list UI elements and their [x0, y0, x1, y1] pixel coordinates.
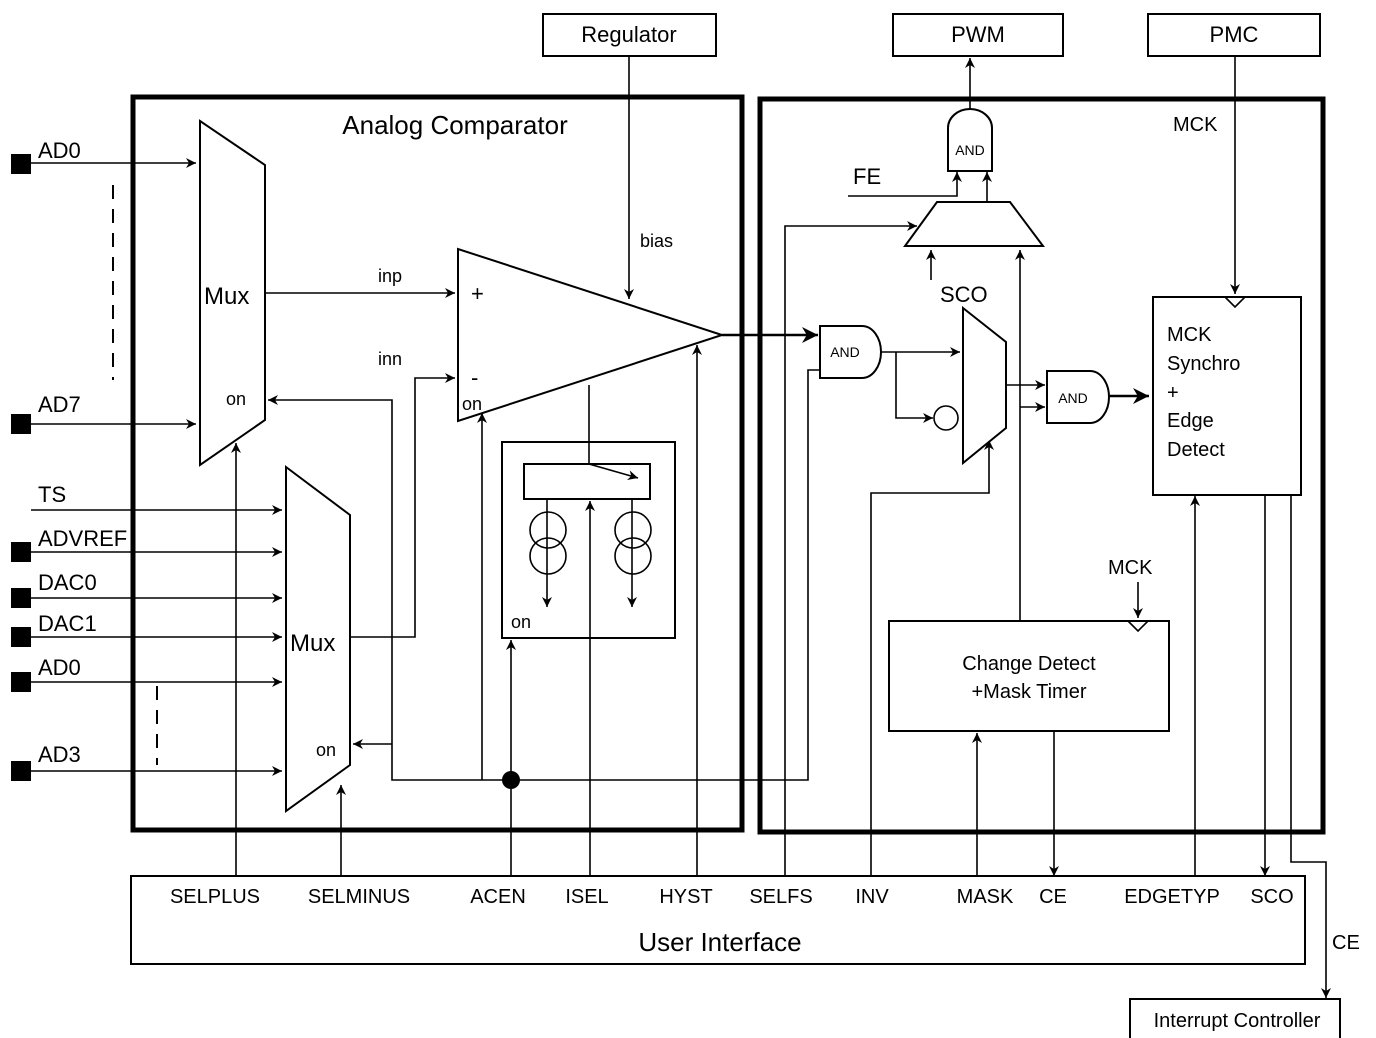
digital-logic-frame [757, 96, 1326, 835]
svg-text:on: on [226, 389, 246, 409]
fs-mux [903, 201, 1045, 247]
svg-text:AD0: AD0 [38, 138, 81, 163]
input-pin-dac0: DAC0 [11, 570, 282, 608]
svg-text:Mux: Mux [204, 283, 249, 310]
svg-text:+Mask Timer: +Mask Timer [971, 681, 1086, 703]
svg-text:AND: AND [830, 344, 860, 360]
signal-inv: INV [855, 886, 889, 908]
user-interface-title: User Interface [638, 927, 801, 957]
signal-mask: MASK [957, 886, 1014, 908]
input-pin-ad0-bottom: AD0 [11, 655, 282, 692]
input-pin-ad3: AD3 [11, 742, 282, 781]
svg-text:Edge: Edge [1167, 410, 1214, 432]
svg-text:on: on [511, 612, 531, 632]
wire-selfs [784, 221, 917, 876]
signal-selfs: SELFS [749, 886, 812, 908]
wire-inv [870, 440, 994, 876]
change-detect-block: Change Detect +Mask Timer [888, 620, 1170, 732]
svg-text:AD3: AD3 [38, 742, 81, 767]
svg-text:+: + [471, 281, 484, 306]
svg-text:AND: AND [1058, 390, 1088, 406]
current-source-block: on [501, 385, 676, 639]
analog-comparator-frame [130, 94, 745, 833]
mck-synchro-block: MCK Synchro + Edge Detect [1152, 296, 1302, 496]
regulator-block: Regulator [542, 13, 717, 57]
svg-text:Mux: Mux [290, 630, 335, 657]
mck-label-top: MCK [1173, 114, 1218, 136]
mck-label-change-detect: MCK [1108, 557, 1153, 579]
signal-isel: ISEL [565, 886, 608, 908]
inn-label: inn [378, 349, 402, 369]
fe-label: FE [853, 164, 881, 189]
svg-text:AND: AND [955, 142, 985, 158]
svg-text:-: - [471, 365, 478, 390]
signal-selminus: SELMINUS [308, 886, 410, 908]
signal-hyst: HYST [659, 886, 712, 908]
and-gate-3: AND [947, 108, 993, 172]
inv-mux [962, 305, 1007, 466]
pmc-label: PMC [1210, 22, 1259, 47]
wire-mux2-to-change-detect [1006, 384, 1021, 618]
wire-and1-to-inverter [895, 352, 933, 423]
wire-fe [848, 172, 962, 197]
svg-text:Change Detect: Change Detect [962, 653, 1096, 675]
analog-comparator-title: Analog Comparator [342, 110, 568, 140]
ce-interrupt-label: CE [1332, 932, 1360, 954]
svg-text:AD0: AD0 [38, 655, 81, 680]
and-gate-2: AND [1046, 370, 1110, 424]
svg-text:+: + [1167, 382, 1179, 404]
input-pin-advref: ADVREF [11, 526, 282, 562]
wire-inn [350, 373, 455, 638]
svg-text:Synchro: Synchro [1167, 353, 1240, 375]
svg-text:ADVREF: ADVREF [38, 526, 127, 551]
input-ts: TS [31, 482, 282, 515]
inverter-bubble [933, 405, 959, 431]
svg-text:DAC0: DAC0 [38, 570, 97, 595]
signal-edgetyp: EDGETYP [1124, 886, 1220, 908]
pmc-block: PMC [1147, 13, 1321, 57]
comparator: + - on [457, 247, 726, 423]
signal-acen: ACEN [470, 886, 526, 908]
regulator-label: Regulator [581, 22, 676, 47]
input-pin-ad0-top: AD0 [11, 138, 196, 174]
inp-label: inp [378, 266, 402, 286]
svg-text:AD7: AD7 [38, 392, 81, 417]
svg-text:DAC1: DAC1 [38, 611, 97, 636]
svg-text:on: on [462, 394, 482, 414]
interrupt-controller-block: Interrupt Controller [1129, 998, 1341, 1038]
input-pin-ad7: AD7 [11, 392, 196, 434]
pwm-block: PWM [892, 13, 1064, 57]
signal-sco: SCO [1250, 886, 1293, 908]
input-pin-dac1: DAC1 [11, 611, 282, 647]
svg-text:on: on [316, 740, 336, 760]
svg-text:TS: TS [38, 482, 66, 507]
signal-selplus: SELPLUS [170, 886, 260, 908]
bottom-mux: Mux on [285, 465, 351, 813]
user-interface-block: SELPLUS SELMINUS ACEN ISEL HYST SELFS IN… [130, 875, 1306, 965]
wire-on-top-mux [268, 395, 511, 781]
interrupt-controller-label: Interrupt Controller [1154, 1010, 1321, 1032]
svg-text:MCK: MCK [1167, 324, 1212, 346]
svg-text:Detect: Detect [1167, 439, 1225, 461]
wire-ce-to-interrupt [1290, 496, 1331, 998]
signal-ce: CE [1039, 886, 1067, 908]
top-mux: Mux on [199, 119, 266, 467]
wire-acen-and1 [511, 369, 820, 781]
sco-label: SCO [940, 282, 988, 307]
bias-label: bias [640, 231, 673, 251]
and-gate-1: AND [819, 325, 882, 379]
pwm-label: PWM [951, 22, 1005, 47]
